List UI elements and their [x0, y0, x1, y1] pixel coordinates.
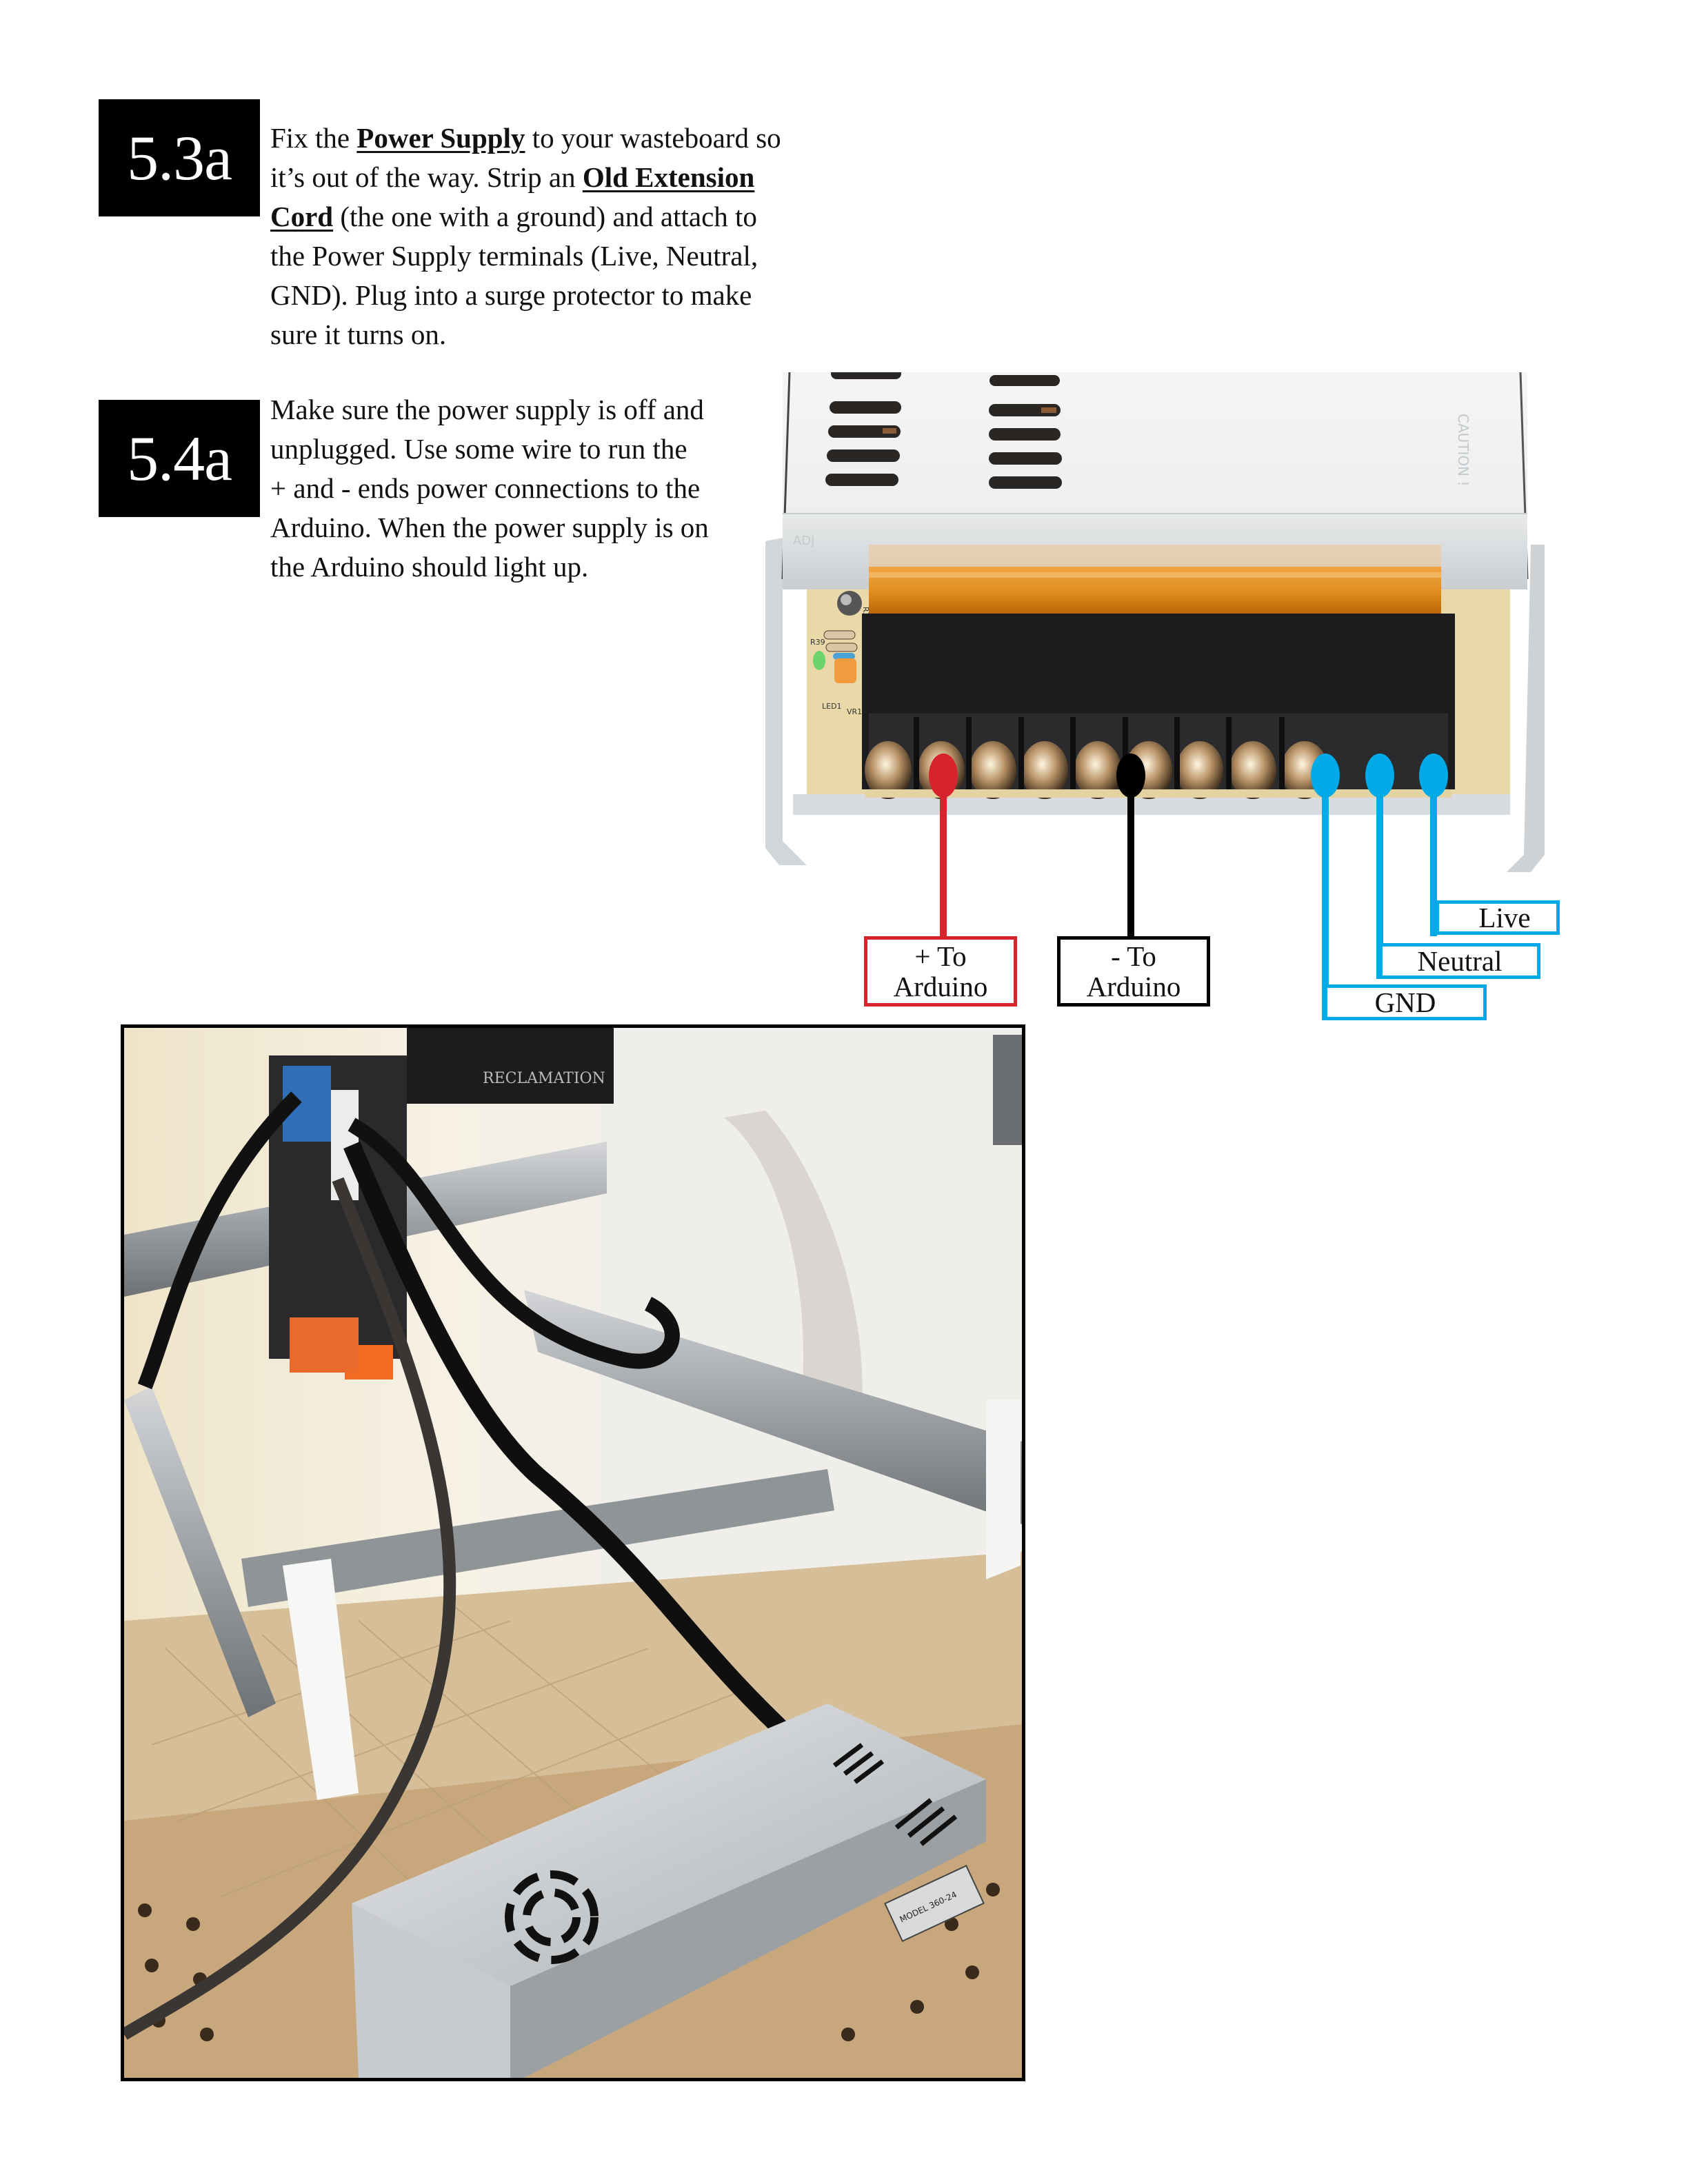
neutral-terminal-marker — [1365, 754, 1394, 798]
plus-wire — [940, 793, 947, 938]
neutral-label: Neutral — [1379, 943, 1540, 979]
caution-text: CAUTION ! — [1455, 414, 1471, 486]
live-wire — [1430, 793, 1437, 936]
cnc-photo-illustration: RECLAMATION — [124, 1028, 1022, 2078]
plus-to-arduino-label: + To Arduino — [864, 936, 1017, 1007]
pcb-label-r39: R39 — [810, 638, 825, 647]
text-line: + and - ends power connections to the — [270, 472, 701, 504]
text-line: GND). Plug into a surge protector to mak… — [270, 279, 752, 311]
minus-wire — [1127, 793, 1134, 938]
step-5-4a-instructions: Make sure the power supply is off and un… — [270, 390, 709, 587]
text-line: sure it turns on. — [270, 318, 447, 350]
adj-text: ADJ — [793, 534, 814, 548]
gnd-terminal-marker — [1311, 754, 1340, 798]
live-label: Live — [1436, 900, 1560, 935]
power-supply-illustration: CAUTION ! ADJ R39 R32 LED1 VR1 — [765, 368, 1545, 872]
step-number-label: 5.4a — [127, 423, 232, 494]
neutral-wire — [1376, 793, 1383, 979]
text-line: Make sure the power supply is off and — [270, 394, 704, 425]
text-run: (the one with a ground) and attach to — [333, 201, 757, 232]
text-line: it’s out of the way. Strip an Old Extens… — [270, 158, 781, 197]
part-name-power-supply: Power Supply — [356, 122, 525, 154]
pcb-label-led1: LED1 — [822, 702, 842, 711]
text-line: the Arduino should light up. — [270, 551, 589, 583]
text-line: the Power Supply terminals (Live, Neutra… — [270, 240, 758, 272]
text-run: Fix the — [270, 122, 357, 154]
minus-terminal-marker — [1116, 754, 1145, 798]
step-number-label: 5.3a — [127, 123, 232, 193]
gnd-label-text: GND — [1374, 987, 1436, 1018]
label-line: Arduino — [893, 971, 988, 1002]
step-number-5-4a: 5.4a — [99, 400, 260, 517]
text-line: unplugged. Use some wire to run the — [270, 433, 687, 465]
poster-text: RECLAMATION — [483, 1070, 605, 1087]
cnc-machine-photo: RECLAMATION — [121, 1024, 1025, 2081]
text-line: Fix the Power Supply to your wasteboard … — [270, 119, 781, 158]
live-label-text: Live — [1478, 902, 1531, 933]
text-line: Cord (the one with a ground) and attach … — [270, 197, 781, 236]
plus-terminal-marker — [929, 754, 958, 798]
gnd-wire — [1322, 793, 1329, 1020]
label-line: - To — [1111, 940, 1156, 972]
minus-to-arduino-label: - To Arduino — [1057, 936, 1210, 1007]
gnd-label: GND — [1324, 984, 1487, 1020]
step-5-3a-instructions: Fix the Power Supply to your wasteboard … — [270, 119, 781, 354]
power-supply-terminal-photo: CAUTION ! ADJ R39 R32 LED1 VR1 — [765, 368, 1545, 876]
step-number-5-3a: 5.3a — [99, 99, 260, 216]
part-name-cord: Cord — [270, 201, 334, 232]
pcb-label-vr1: VR1 — [847, 707, 862, 716]
text-run: it’s out of the way. Strip an — [270, 161, 583, 193]
part-name-old-extension-cord: Old Extension — [582, 161, 755, 193]
label-line: Arduino — [1086, 971, 1181, 1002]
text-run: to your wasteboard so — [525, 122, 781, 154]
text-line: Arduino. When the power supply is on — [270, 512, 709, 543]
live-terminal-marker — [1419, 754, 1448, 798]
neutral-label-text: Neutral — [1417, 945, 1503, 977]
label-line: + To — [914, 940, 967, 972]
